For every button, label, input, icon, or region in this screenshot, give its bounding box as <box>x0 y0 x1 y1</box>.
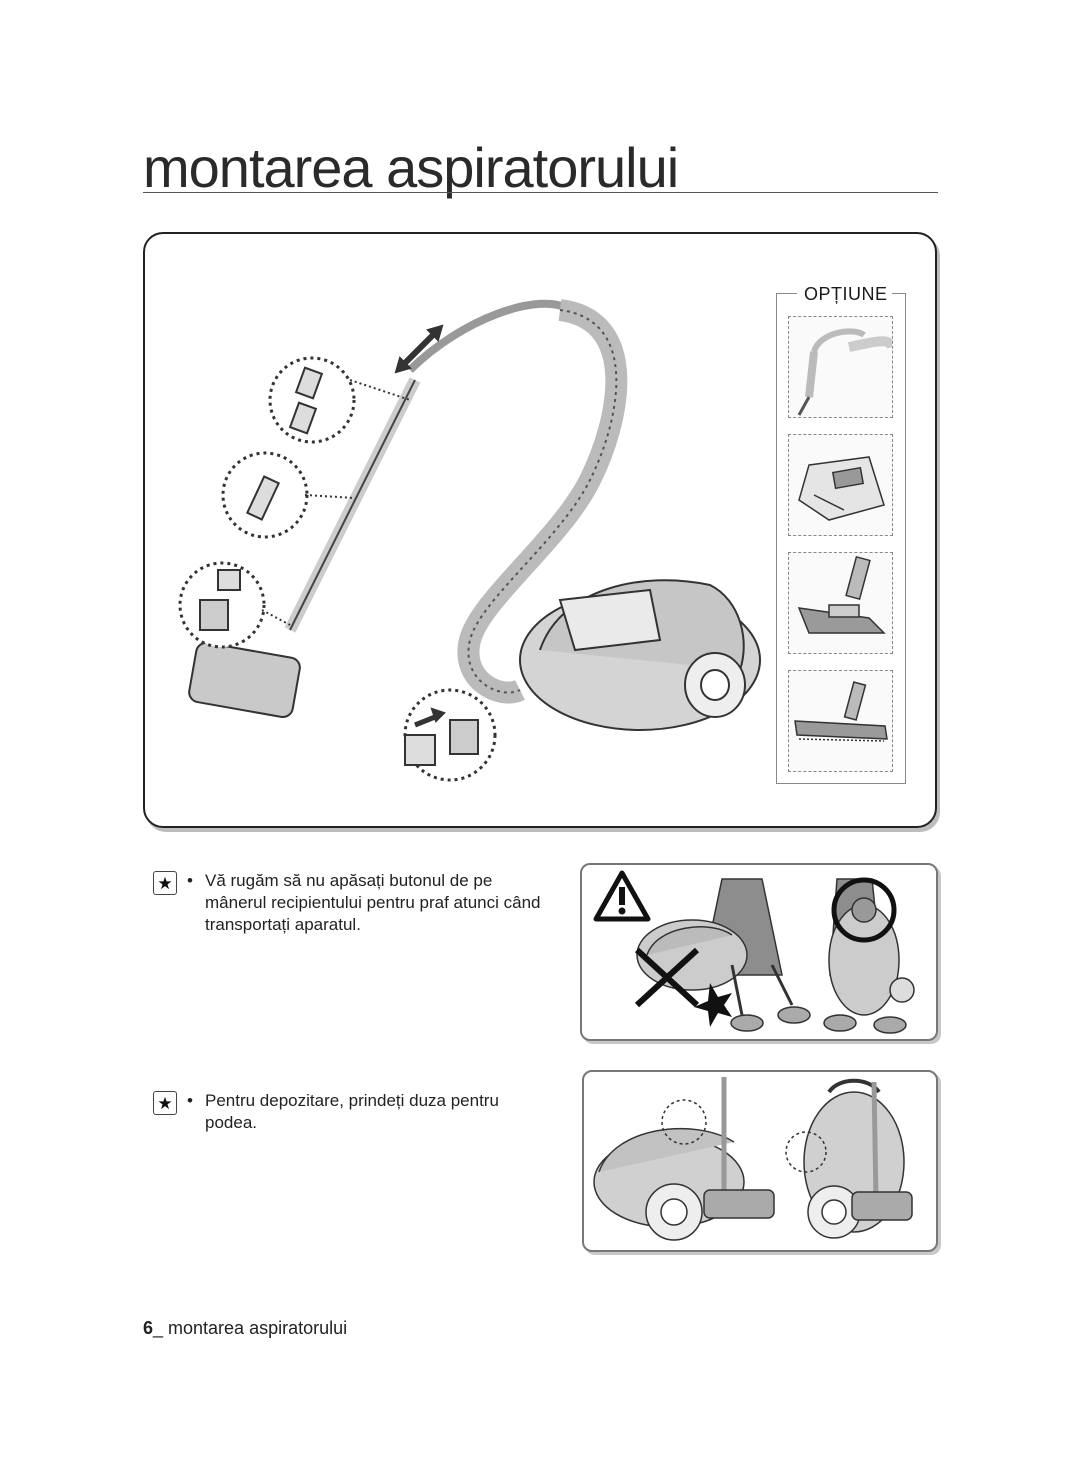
highlight-circle-icon <box>831 877 897 943</box>
option-frame <box>776 293 906 784</box>
dust-bag-icon <box>798 456 885 521</box>
star-icon: ★ <box>153 871 177 895</box>
note-carry-warning: ★ Vă rugăm să nu apăsați butonul de pe m… <box>153 870 553 936</box>
option-label: OPȚIUNE <box>800 284 892 305</box>
page-number: 6 <box>143 1318 154 1338</box>
warning-triangle-icon <box>593 870 651 922</box>
floor-brush-icon <box>794 681 888 742</box>
storage-illustration <box>582 1070 938 1252</box>
handle-hose-icon <box>797 328 897 416</box>
option-floor-brush <box>788 670 893 772</box>
footer-section-title: _ montarea aspiratorului <box>153 1318 348 1338</box>
note-text: Pentru depozitare, prindeți duza pentru … <box>187 1090 505 1134</box>
carry-warning-illustration <box>580 863 938 1041</box>
option-dust-bag <box>788 434 893 536</box>
note-text: Vă rugăm să nu apăsați butonul de pe mân… <box>187 870 545 936</box>
title-rule <box>143 192 938 193</box>
note-storage: ★ Pentru depozitare, prindeți duza pentr… <box>153 1090 553 1134</box>
page-footer: 6_ montarea aspiratorului <box>143 1318 347 1339</box>
prohibited-x-icon <box>634 947 700 1008</box>
star-icon: ★ <box>153 1091 177 1115</box>
impact-burst-icon <box>694 983 732 1027</box>
option-handle-with-hose <box>788 316 897 418</box>
option-turbo-brush <box>788 552 893 654</box>
turbo-brush-icon <box>797 555 886 634</box>
page-title: montarea aspiratorului <box>143 136 679 199</box>
